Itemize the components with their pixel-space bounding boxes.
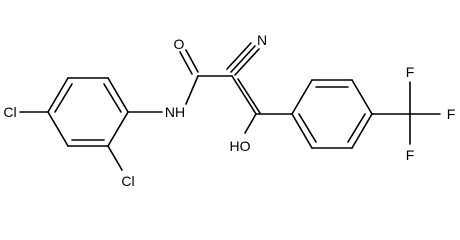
carbonyl-to-nh-bond (185, 75, 199, 105)
nitrile-bond-2 (230, 45, 256, 73)
ring1-bond-6 (107, 77, 129, 113)
dichlorophenyl-ring (19, 77, 163, 171)
atom-label-fluorine-bottom: F (406, 147, 415, 163)
nitrile-group (226, 42, 260, 76)
ring2-bond-1 (291, 79, 313, 115)
ring2-bond-3 (351, 79, 373, 115)
alkene-double-bond-b (237, 78, 261, 114)
atom-label-carbonyl-oxygen: O (174, 36, 185, 52)
atom-label-hydroxyl: HO (230, 138, 251, 154)
atom-label-chlorine-para: Cl (3, 104, 16, 120)
alkene-double-bond-a (231, 75, 257, 115)
ring1-bond-4 (47, 77, 69, 113)
trifluoromethyl-group (409, 81, 441, 145)
ring2-bond-4 (351, 113, 373, 149)
ring1-inner-double-2 (54, 83, 73, 113)
atom-label-fluorine-right: F (447, 106, 456, 122)
ring1-bond-1 (107, 111, 129, 147)
atom-label-amide-nh: NH (165, 104, 185, 120)
amide-carbonyl (179, 49, 233, 105)
ortho-chlorine-bond (107, 145, 123, 171)
carbonyl-double-bond-a (179, 51, 193, 75)
enol-carbon-to-oh-bond (244, 113, 257, 134)
ring1-bond-3 (47, 111, 69, 147)
carbonyl-double-bond-b (185, 49, 199, 73)
ring2-bond-6 (291, 113, 313, 149)
chemical-structure-diagram: N O NH HO Cl Cl F F F (3, 32, 456, 189)
atom-label-fluorine-top: F (406, 64, 415, 80)
ring2-inner-double-3 (298, 113, 317, 143)
nitrile-bond-1 (226, 42, 252, 70)
atom-label-chlorine-ortho: Cl (121, 173, 134, 189)
trifluoromethylphenyl-ring (291, 79, 411, 149)
atom-label-nitrile-nitrogen: N (257, 32, 267, 48)
ring1-inner-double-3 (103, 83, 122, 113)
nitrile-bond-3 (234, 48, 260, 76)
ring2-inner-double-2 (347, 113, 366, 143)
enol-group (231, 75, 293, 134)
